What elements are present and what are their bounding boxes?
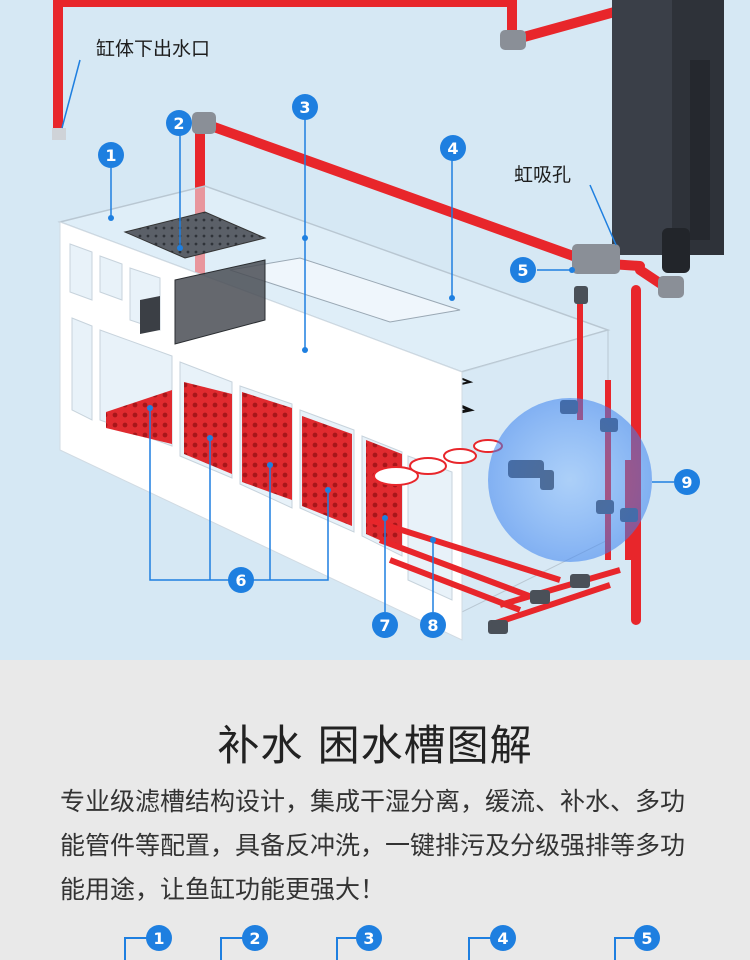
sump-illustration — [0, 0, 750, 660]
marker-9: 9 — [674, 469, 700, 495]
pump-housing — [612, 0, 724, 273]
bottom-line-4 — [468, 937, 492, 939]
bottom-marker-3: 3 — [356, 925, 382, 951]
bottom-marker-4: 4 — [490, 925, 516, 951]
marker-6: 6 — [228, 567, 254, 593]
bottom-line-5 — [614, 937, 636, 939]
bottom-vline-3 — [336, 937, 338, 960]
marker-8: 8 — [420, 612, 446, 638]
bottom-vline-2 — [220, 937, 222, 960]
sump-diagram: 缸体下出水口 虹吸孔 1 2 3 4 5 6 7 8 9 — [0, 0, 750, 660]
siphon-label: 虹吸孔 — [514, 160, 571, 187]
marker-7: 7 — [372, 612, 398, 638]
marker-3: 3 — [292, 94, 318, 120]
bottom-vline-1 — [124, 937, 126, 960]
panel-title: 补水 困水槽图解 — [0, 712, 750, 773]
bottom-marker-1: 1 — [146, 925, 172, 951]
bottom-vline-4 — [468, 937, 470, 960]
outlet-label: 缸体下出水口 — [96, 34, 210, 61]
bottom-marker-2: 2 — [242, 925, 268, 951]
bottom-line-2 — [220, 937, 244, 939]
marker-5: 5 — [510, 257, 536, 283]
marker-2: 2 — [166, 110, 192, 136]
marker-1: 1 — [98, 142, 124, 168]
bottom-line-3 — [336, 937, 358, 939]
marker-4: 4 — [440, 135, 466, 161]
valve-highlight — [488, 398, 652, 562]
bottom-line-1 — [124, 937, 148, 939]
bottom-marker-5: 5 — [634, 925, 660, 951]
panel-description: 专业级滤槽结构设计，集成干湿分离，缓流、补水、多功能管件等配置，具备反冲洗，一键… — [60, 780, 700, 912]
bottom-vline-5 — [614, 937, 616, 960]
